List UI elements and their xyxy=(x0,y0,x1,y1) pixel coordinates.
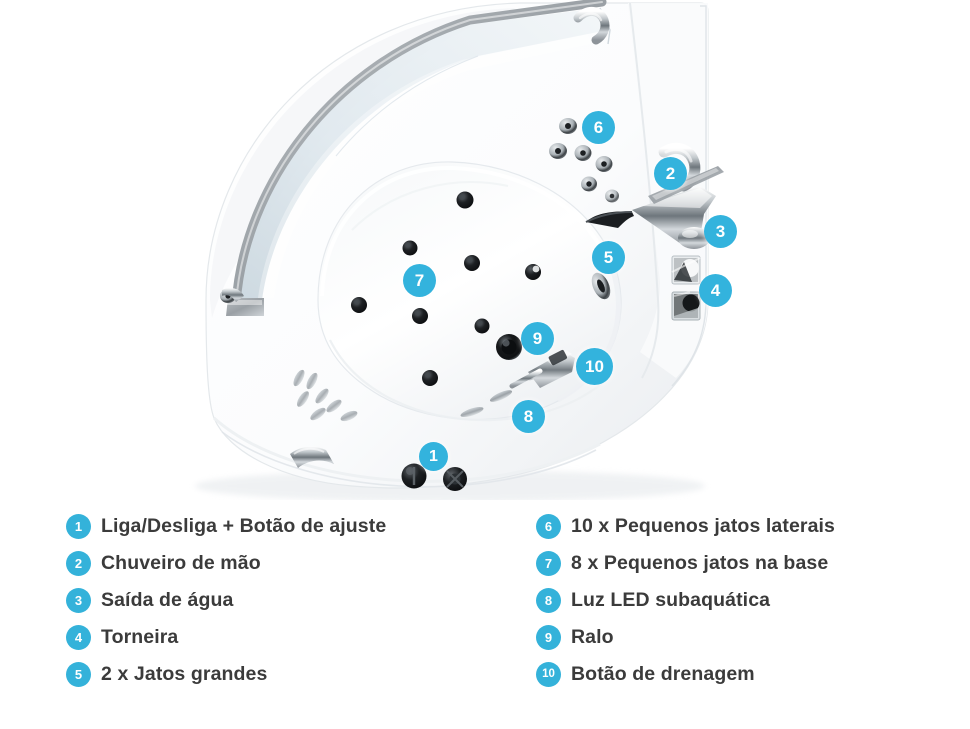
side-jet xyxy=(581,176,597,192)
front-rim xyxy=(213,416,601,488)
legend-label-2: Chuveiro de mão xyxy=(101,552,261,574)
legend-item-10[interactable]: 10 Botão de drenagem xyxy=(536,656,956,693)
tub-basin xyxy=(317,161,622,422)
side-jet xyxy=(549,143,567,159)
legend-badge-7: 7 xyxy=(536,551,561,576)
legend-item-1[interactable]: 1 Liga/Desliga + Botão de ajuste xyxy=(66,508,506,545)
legend-badge-10: 10 xyxy=(536,662,561,687)
legend-item-6[interactable]: 6 10 x Pequenos jatos laterais xyxy=(536,508,956,545)
legend-label-6: 10 x Pequenos jatos laterais xyxy=(571,515,836,537)
legend-badge-6: 6 xyxy=(536,514,561,539)
product-image: 1 2 3 4 5 6 7 8 9 10 xyxy=(195,0,737,500)
jet xyxy=(456,191,474,209)
legend-item-8[interactable]: 8 Luz LED subaquática xyxy=(536,582,956,619)
legend-column-left: 1 Liga/Desliga + Botão de ajuste 2 Chuve… xyxy=(66,508,506,693)
callout-badge-6[interactable]: 6 xyxy=(582,111,615,144)
side-jet xyxy=(559,118,577,134)
bathtub-illustration xyxy=(195,0,724,500)
base-jets xyxy=(351,191,541,386)
legend-label-1: Liga/Desliga + Botão de ajuste xyxy=(101,515,387,537)
legend-item-9[interactable]: 9 Ralo xyxy=(536,619,956,656)
large-jet xyxy=(591,272,611,300)
legend-label-5: 2 x Jatos grandes xyxy=(101,663,268,685)
glass-screen xyxy=(226,0,611,316)
side-jet xyxy=(605,189,619,203)
legend-badge-2: 2 xyxy=(66,551,91,576)
callout-number: 5 xyxy=(603,248,614,267)
callout-badge-2[interactable]: 2 xyxy=(654,157,687,190)
legend-label-8: Luz LED subaquática xyxy=(571,589,771,611)
legend-label-7: 8 x Pequenos jatos na base xyxy=(571,552,829,574)
legend: 1 Liga/Desliga + Botão de ajuste 2 Chuve… xyxy=(0,500,970,729)
jet xyxy=(525,264,541,280)
jet xyxy=(351,297,367,313)
callout-number: 3 xyxy=(715,222,726,241)
jet xyxy=(464,255,480,271)
legend-badge-5: 5 xyxy=(66,662,91,687)
grab-handle xyxy=(290,446,334,468)
callout-badge-3[interactable]: 3 xyxy=(704,215,737,248)
jet xyxy=(422,370,438,386)
legend-badge-8: 8 xyxy=(536,588,561,613)
control-panel-upper xyxy=(671,255,701,285)
side-jet xyxy=(574,145,592,161)
jet xyxy=(412,308,428,324)
legend-label-3: Saída de água xyxy=(101,589,234,611)
water-spout xyxy=(585,166,724,249)
legend-item-7[interactable]: 7 8 x Pequenos jatos na base xyxy=(536,545,956,582)
legend-item-2[interactable]: 2 Chuveiro de mão xyxy=(66,545,506,582)
legend-label-10: Botão de drenagem xyxy=(571,663,755,685)
top-chrome-fitting xyxy=(573,7,610,45)
callout-badge-4[interactable]: 4 xyxy=(699,274,732,307)
legend-label-4: Torneira xyxy=(101,626,179,648)
callout-badge-9[interactable]: 9 xyxy=(521,322,554,355)
legend-item-4[interactable]: 4 Torneira xyxy=(66,619,506,656)
legend-item-3[interactable]: 3 Saída de água xyxy=(66,582,506,619)
callout-badge-5[interactable]: 5 xyxy=(592,241,625,274)
control-knob-right xyxy=(443,467,467,491)
drain xyxy=(496,334,522,360)
callout-badge-1[interactable]: 1 xyxy=(419,442,448,471)
control-panel-lower xyxy=(671,291,701,321)
drain-button xyxy=(509,349,575,389)
legend-badge-9: 9 xyxy=(536,625,561,650)
legend-label-9: Ralo xyxy=(571,626,614,648)
legend-badge-4: 4 xyxy=(66,625,91,650)
callout-number: 1 xyxy=(429,447,438,465)
legend-column-right: 6 10 x Pequenos jatos laterais 7 8 x Peq… xyxy=(536,508,956,693)
callout-number: 8 xyxy=(523,407,534,426)
callout-number: 7 xyxy=(414,271,425,290)
callout-number: 10 xyxy=(585,357,604,376)
legend-badge-3: 3 xyxy=(66,588,91,613)
side-clip xyxy=(222,288,244,302)
callout-number: 4 xyxy=(710,281,721,300)
callout-badge-8[interactable]: 8 xyxy=(512,400,545,433)
jet xyxy=(474,318,490,334)
legend-badge-1: 1 xyxy=(66,514,91,539)
side-jet xyxy=(595,156,613,172)
jet xyxy=(402,240,418,256)
legend-item-5[interactable]: 5 2 x Jatos grandes xyxy=(66,656,506,693)
callout-number: 2 xyxy=(665,164,676,183)
callout-badge-7[interactable]: 7 xyxy=(403,264,436,297)
callout-number: 6 xyxy=(593,118,604,137)
control-knob-left xyxy=(401,463,427,489)
callout-badge-10[interactable]: 10 xyxy=(576,348,613,385)
callout-number: 9 xyxy=(532,329,543,348)
